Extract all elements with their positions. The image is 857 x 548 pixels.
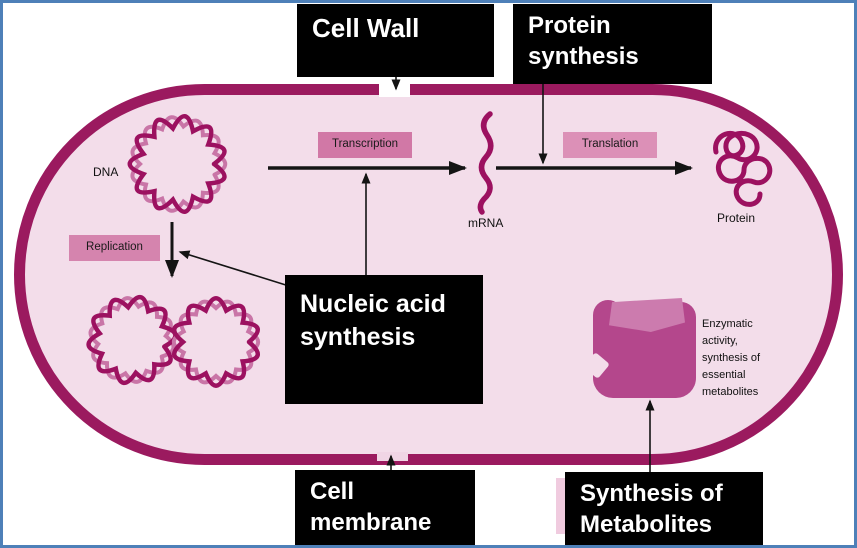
cell-membrane-label-box: Cell membrane <box>295 470 475 545</box>
nucleic-acid-synthesis-label-box: Nucleic acid synthesis <box>285 275 483 404</box>
protein-synthesis-label-box: Protein synthesis <box>513 4 712 84</box>
replication-tag: Replication <box>69 235 160 261</box>
transcription-tag: Transcription <box>318 132 412 158</box>
enzyme-annotation: Enzymatic activity, synthesis of essenti… <box>702 318 761 399</box>
protein-label: Protein <box>717 211 756 225</box>
synthesis-of-metabolites-label-box: Synthesis of Metabolites <box>565 472 763 545</box>
translation-tag: Translation <box>563 132 657 158</box>
enzyme-shape <box>583 298 696 398</box>
cell-wall-label-box: Cell Wall <box>297 4 494 77</box>
dna-label: DNA <box>93 165 119 179</box>
cell-membrane-notch <box>377 452 408 461</box>
cell-wall-gap <box>379 83 410 97</box>
metabolites-box-pink-sliver <box>556 478 566 534</box>
mrna-label: mRNA <box>468 216 504 230</box>
